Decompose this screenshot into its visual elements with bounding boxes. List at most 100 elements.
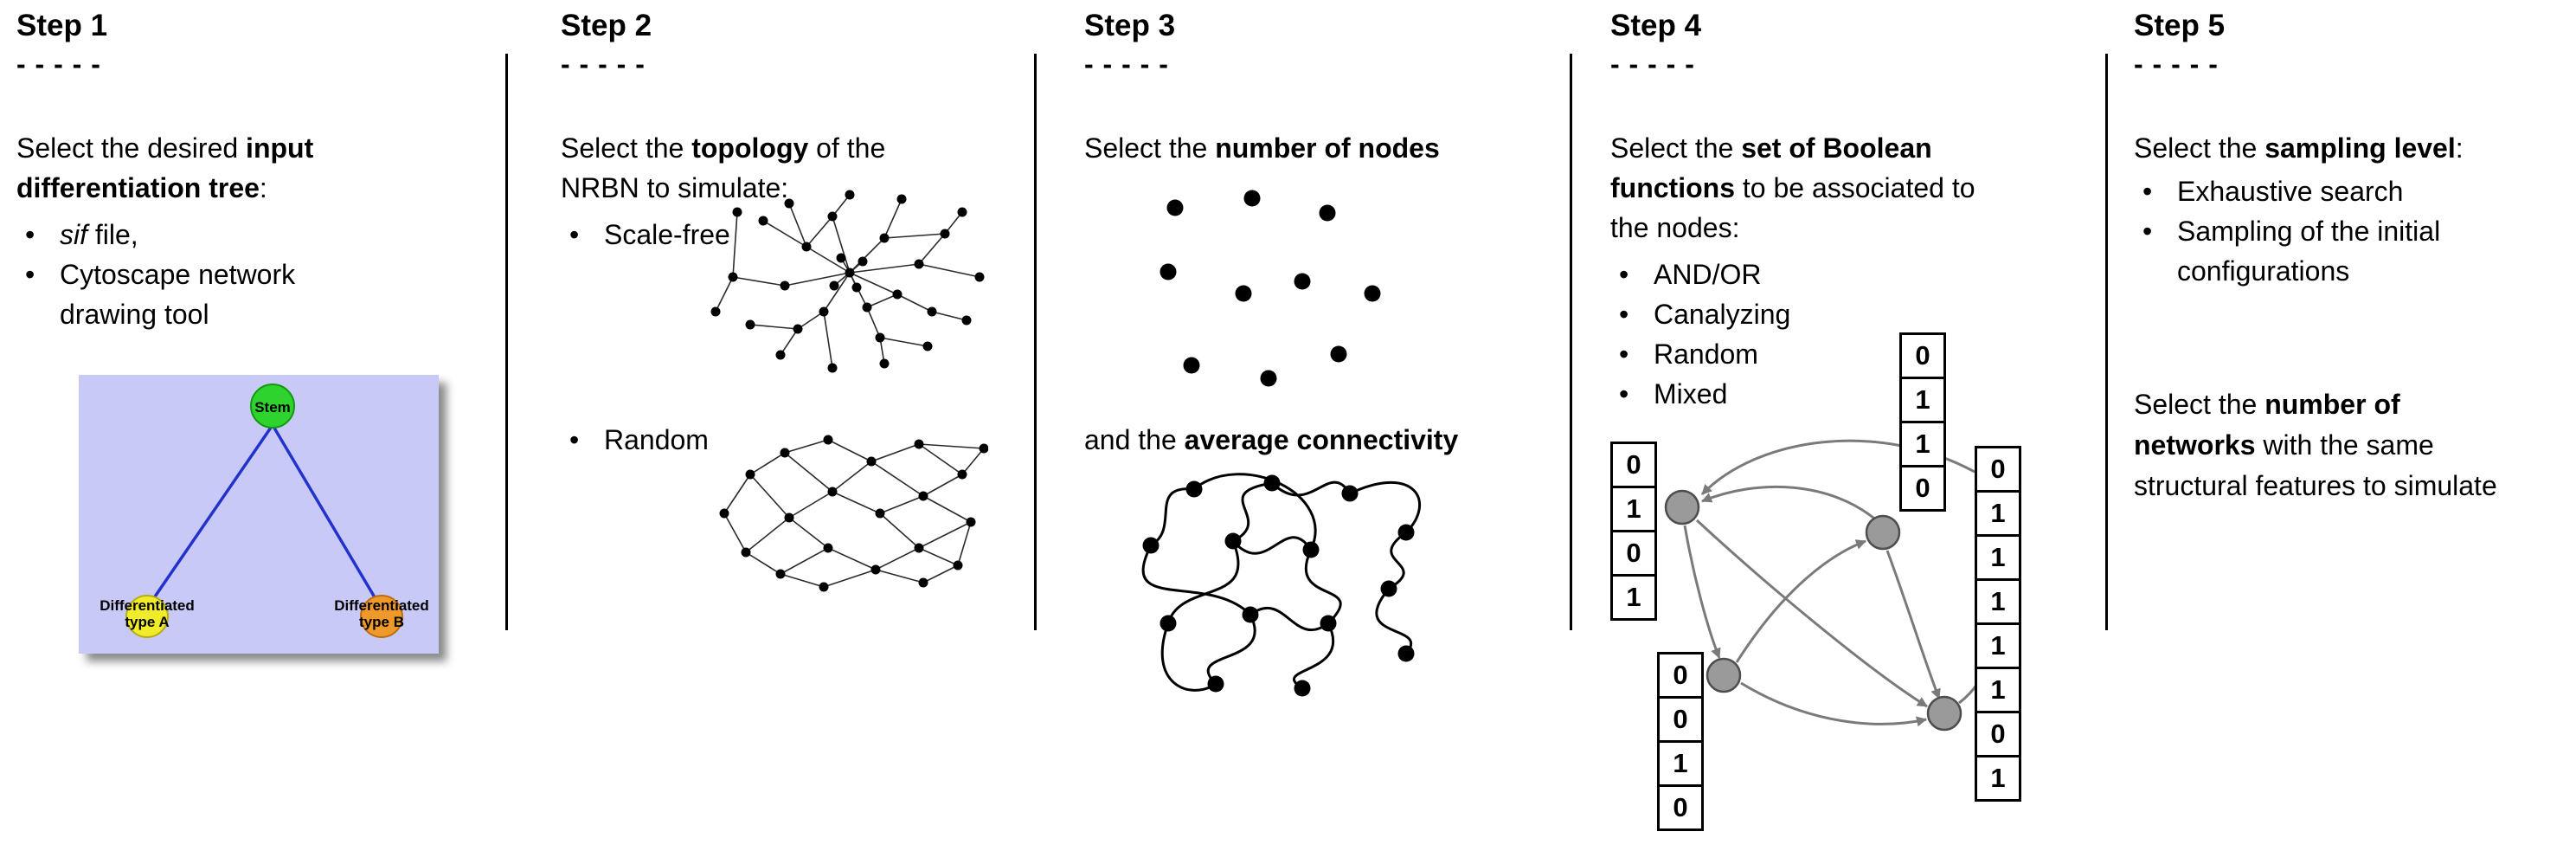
step2-title: Step 2	[561, 9, 652, 42]
intro-pre: Select the desired	[16, 132, 247, 164]
bullet-label: Random	[604, 424, 709, 455]
intro-post: :	[2455, 132, 2464, 164]
step1-column: Step 1 - - - - - Select the desired inpu…	[16, 0, 505, 851]
network-node	[1706, 657, 1742, 693]
step5-second-paragraph: Select the number of networks with the s…	[2134, 384, 2525, 506]
differentiation-tree-figure: Stem Differentiated type A Differentiate…	[79, 375, 439, 654]
intro-post: :	[259, 172, 267, 203]
intro-bold: sampling level	[2264, 132, 2456, 164]
step5-intro: Select the sampling level:	[2134, 128, 2571, 168]
dashed-separator: - - - - -	[2134, 48, 2219, 80]
svg-text:type B: type B	[359, 614, 404, 630]
intro-bold: input differentiation tree	[16, 132, 314, 203]
step5-title: Step 5	[2134, 9, 2226, 42]
bullet-item: Sampling of the initial configurations	[2134, 211, 2571, 291]
boolean-network-edges	[1683, 439, 1997, 727]
scale-free-network-figure	[710, 190, 985, 373]
truth-table-cell: 0	[1975, 711, 2021, 758]
bullet-label: Canalyzing	[1654, 299, 1791, 330]
svg-text:Differentiated: Differentiated	[100, 597, 195, 614]
step3-column: Step 3 - - - - - Select the number of no…	[1084, 0, 1560, 851]
intro-pre: and the	[1084, 424, 1185, 455]
network-node	[1865, 514, 1901, 551]
intro-bold: set of Boolean functions	[1610, 132, 1932, 203]
truth-table-cell: 1	[1610, 486, 1657, 532]
truth-table-cell: 0	[1657, 784, 1704, 831]
truth-table-cell: 0	[1657, 696, 1704, 743]
step1-title: Step 1	[16, 9, 108, 42]
bullet-label: file,	[87, 219, 138, 250]
bullet-item: AND/OR	[1610, 255, 1956, 294]
bullet-item: Mixed	[1610, 374, 1956, 414]
truth-table-cell: 1	[1899, 377, 1946, 423]
boolean-network-figure: 0 1 1 0 0 1 0 1 0 1 1 1 1 1 0 1 0 0 1 0	[1610, 325, 2047, 851]
intro-pre: Select the	[561, 132, 692, 164]
bullet-item: sif file,	[16, 215, 363, 255]
type-a-node	[125, 595, 169, 638]
truth-table-cell: 0	[1899, 332, 1946, 379]
truth-table-cell: 1	[1975, 667, 2021, 713]
bullet-item: Exhaustive search	[2134, 171, 2571, 211]
truth-table-cell: 1	[1975, 755, 2021, 802]
truth-table-cell: 0	[1610, 530, 1657, 577]
scale-free-nodes	[710, 190, 985, 373]
bullet-item: Cytoscape network drawing tool	[16, 255, 363, 334]
dashed-separator: - - - - -	[561, 48, 646, 80]
column-divider	[2105, 54, 2108, 630]
truth-table-left: 0 1 0 1	[1610, 442, 1657, 621]
truth-table-cell: 1	[1899, 421, 1946, 467]
step3-line2: and the average connectivity	[1084, 420, 1458, 460]
nodes-scatter-figure	[1160, 190, 1381, 387]
truth-table-cell: 0	[1657, 652, 1704, 699]
bullet-label: Exhaustive search	[2177, 176, 2404, 207]
truth-table-cell: 1	[1657, 740, 1704, 787]
step3-title: Step 3	[1084, 9, 1176, 42]
scatter-dots	[1160, 190, 1381, 387]
scale-free-edges	[715, 194, 980, 369]
type-a-label: Differentiated type A	[100, 597, 195, 630]
truth-table-cell: 1	[1975, 622, 2021, 669]
step2-bullet-scale-free: Scale-free	[561, 215, 820, 255]
step1-bullet-list: sif file, Cytoscape network drawing tool	[16, 215, 363, 334]
random-network-nodes	[719, 435, 988, 592]
step4-bullet-list: AND/OR Canalyzing Random Mixed	[1610, 255, 1956, 414]
connectivity-nodes	[1142, 474, 1415, 697]
bullet-label: Cytoscape network drawing tool	[60, 259, 296, 330]
intro-pre: Select the	[1084, 132, 1216, 164]
truth-table-cell: 1	[1975, 490, 2021, 537]
type-b-label: Differentiated type B	[334, 597, 429, 630]
bullet-label: AND/OR	[1654, 259, 1762, 290]
truth-table-top: 0 1 1 0	[1899, 332, 1946, 512]
network-node	[1664, 489, 1700, 525]
random-network-figure	[719, 435, 988, 592]
svg-text:Differentiated: Differentiated	[334, 597, 429, 614]
truth-table-cell: 1	[1975, 534, 2021, 581]
intro-bold: average connectivity	[1184, 424, 1459, 455]
svg-text:type A: type A	[125, 614, 169, 630]
stem-label: Stem	[254, 399, 291, 416]
intro-post: with the same structural features to sim…	[2134, 429, 2497, 501]
intro-bold: number of nodes	[1215, 132, 1440, 164]
intro-pre: Select the	[1610, 132, 1742, 164]
step2-column: Step 2 - - - - - Select the topology of …	[561, 0, 1032, 851]
dashed-separator: - - - - -	[16, 48, 101, 80]
tree-edges	[150, 424, 379, 603]
step1-intro: Select the desired input differentiation…	[16, 128, 499, 208]
bullet-label: Random	[1654, 338, 1758, 370]
column-divider	[1570, 54, 1572, 630]
step4-title: Step 4	[1610, 9, 1702, 42]
column-divider	[505, 54, 508, 630]
dashed-separator: - - - - -	[1610, 48, 1695, 80]
step2-bullet-random: Random	[561, 420, 820, 460]
step4-column: Step 4 - - - - - Select the set of Boole…	[1610, 0, 2095, 851]
truth-table-cell: 0	[1899, 465, 1946, 512]
dashed-separator: - - - - -	[1084, 48, 1169, 80]
truth-table-right: 0 1 1 1 1 1 0 1	[1975, 446, 2021, 802]
bullet-label: Scale-free	[604, 219, 730, 250]
truth-table-cell: 0	[1975, 446, 2021, 493]
intro-pre: Select the	[2134, 389, 2265, 420]
step2-intro: Select the topology of the NRBN to simul…	[561, 128, 941, 208]
truth-table-cell: 1	[1975, 578, 2021, 625]
stem-node	[250, 384, 295, 429]
bullet-label: Mixed	[1654, 378, 1728, 409]
